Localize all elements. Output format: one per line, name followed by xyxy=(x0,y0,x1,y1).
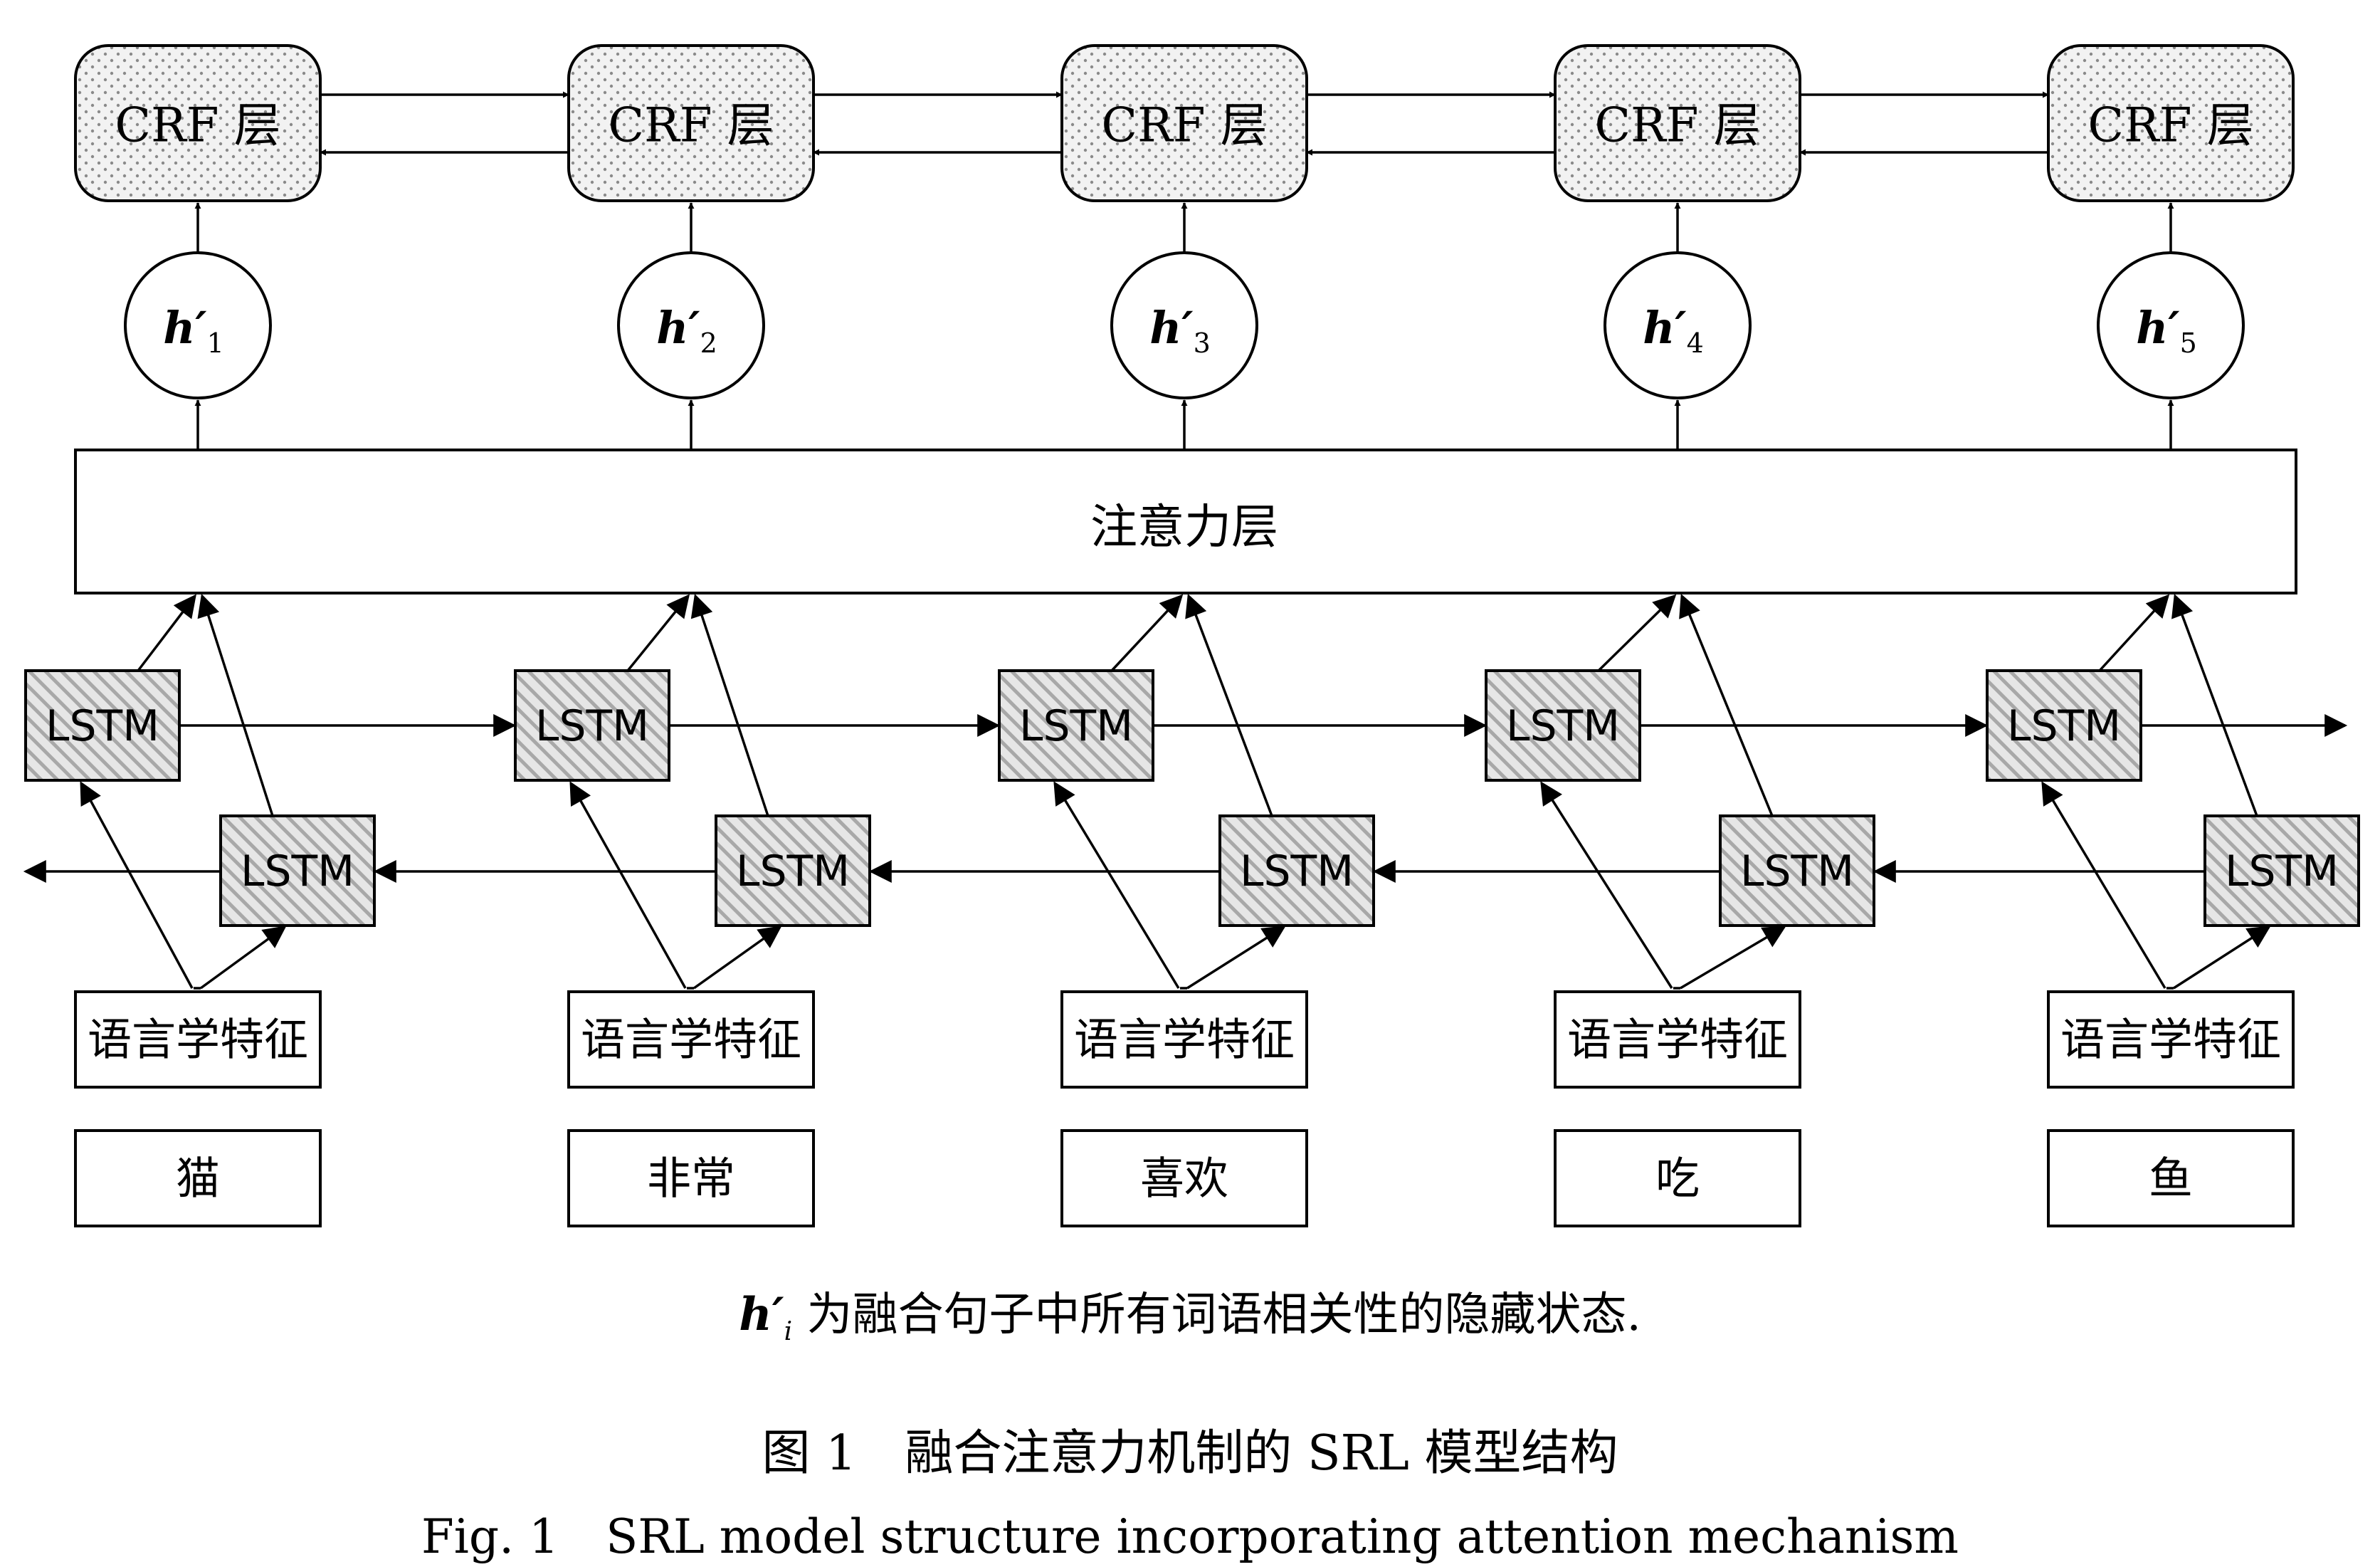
feature-to-forward-lstm-arrow xyxy=(1053,781,1180,989)
forward-lstm-to-attention-arrow xyxy=(1110,594,1184,672)
linguistic-feature-box xyxy=(74,990,322,1089)
hidden-state-circle xyxy=(1604,251,1752,399)
feature-to-backward-lstm-arrow xyxy=(1186,926,1286,990)
crf-layer-label: CRF 层 xyxy=(2088,98,2254,153)
diagram-nodes xyxy=(24,44,2360,1227)
feature-to-backward-lstm-arrow xyxy=(693,926,782,990)
backward-lstm-label: LSTM xyxy=(241,847,354,896)
feature-to-forward-lstm-arrow xyxy=(569,781,687,989)
figure-caption-english: Fig. 1 SRL model structure incorporating… xyxy=(421,1509,1959,1564)
linguistic-feature-box xyxy=(2047,990,2295,1089)
figure-caption-chinese: 图 1 融合注意力机制的 SRL 模型结构 xyxy=(762,1425,1618,1482)
crf-layer-label: CRF 层 xyxy=(1595,98,1761,153)
forward-lstm-box xyxy=(24,669,181,782)
crf-layer-box xyxy=(567,44,815,202)
backward-lstm-box xyxy=(2203,814,2360,927)
backward-lstm-box xyxy=(1218,814,1375,927)
word-box xyxy=(1554,1129,1801,1227)
forward-lstm-box xyxy=(514,669,670,782)
word-label: 猫 xyxy=(176,1153,220,1205)
linguistic-feature-label: 语言学特征 xyxy=(581,1014,801,1066)
backward-lstm-to-attention-arrow xyxy=(690,593,769,817)
backward-lstm-to-attention-arrow xyxy=(1679,594,1774,817)
hidden-state-label: h′5 xyxy=(2136,302,2197,360)
note-symbol: h′ xyxy=(739,1288,784,1341)
backward-lstm-to-attention-arrow xyxy=(197,593,274,817)
linguistic-feature-box xyxy=(567,990,815,1089)
attention-layer-box xyxy=(74,449,2297,594)
hidden-state-label: h′2 xyxy=(656,302,717,360)
crf-layer-label: CRF 层 xyxy=(115,98,281,153)
hidden-state-circle xyxy=(124,251,272,399)
backward-lstm-to-attention-arrow xyxy=(1185,594,1273,817)
crf-layer-box xyxy=(74,44,322,202)
linguistic-feature-box xyxy=(1060,990,1308,1089)
feature-to-forward-lstm-arrow xyxy=(2041,781,2166,989)
hidden-state-label: h′1 xyxy=(163,302,224,360)
note-text: 为融合句子中所有词语相关性的隐藏状态. xyxy=(792,1289,1641,1341)
crf-layer-box xyxy=(2047,44,2295,202)
word-box xyxy=(1060,1129,1308,1227)
backward-lstm-box xyxy=(219,814,376,927)
backward-lstm-box xyxy=(715,814,871,927)
feature-to-forward-lstm-arrow xyxy=(1540,781,1673,989)
linguistic-feature-label: 语言学特征 xyxy=(1074,1014,1295,1066)
hidden-state-label: h′3 xyxy=(1149,302,1211,360)
diagram-labels: CRF 层 CRF 层 CRF 层 CRF 层 CRF 层 h′1 h′2 h′3 h′4 h′5… xyxy=(46,98,2339,1205)
hidden-state-circle xyxy=(617,251,765,399)
backward-lstm-to-attention-arrow xyxy=(2171,594,2258,817)
feature-to-backward-lstm-arrow xyxy=(199,926,287,990)
crf-layer-box xyxy=(1554,44,1801,202)
hidden-state-label: h′4 xyxy=(1643,302,1704,360)
crf-layer-box xyxy=(1060,44,1308,202)
forward-lstm-label: LSTM xyxy=(2007,701,2121,751)
hidden-state-note: h′i 为融合句子中所有词语相关性的隐藏状态. xyxy=(0,1278,2380,1346)
linguistic-feature-label: 语言学特征 xyxy=(2060,1014,2281,1066)
hidden-state-circle xyxy=(2097,251,2245,399)
word-box xyxy=(2047,1129,2295,1227)
word-box xyxy=(74,1129,322,1227)
feature-to-backward-lstm-arrow xyxy=(1680,926,1786,990)
feature-to-backward-lstm-arrow xyxy=(2173,926,2271,990)
forward-lstm-label: LSTM xyxy=(46,701,159,751)
backward-lstm-label: LSTM xyxy=(1240,847,1354,896)
linguistic-feature-box xyxy=(1554,990,1801,1089)
forward-lstm-box xyxy=(998,669,1154,782)
word-label: 非常 xyxy=(647,1153,735,1205)
forward-lstm-box xyxy=(1485,669,1641,782)
linguistic-feature-label: 语言学特征 xyxy=(88,1014,308,1066)
word-label: 喜欢 xyxy=(1140,1153,1228,1205)
forward-lstm-label: LSTM xyxy=(535,701,649,751)
connection-lines xyxy=(23,91,2348,990)
forward-lstm-to-attention-arrow xyxy=(1597,594,1677,672)
crf-layer-label: CRF 层 xyxy=(1102,98,1268,153)
backward-lstm-label: LSTM xyxy=(1740,847,1854,896)
forward-lstm-label: LSTM xyxy=(1506,701,1620,751)
backward-lstm-label: LSTM xyxy=(2225,847,2339,896)
crf-layer-label: CRF 层 xyxy=(609,98,774,153)
attention-layer-label: 注意力层 xyxy=(1090,500,1278,555)
word-label: 吃 xyxy=(1655,1153,1700,1205)
hidden-state-circle xyxy=(1110,251,1258,399)
feature-to-forward-lstm-arrow xyxy=(80,781,194,989)
forward-lstm-label: LSTM xyxy=(1019,701,1133,751)
note-index: i xyxy=(784,1316,793,1346)
forward-lstm-to-attention-arrow xyxy=(626,594,690,672)
forward-lstm-to-attention-arrow xyxy=(2098,594,2170,672)
word-label: 鱼 xyxy=(2149,1153,2193,1205)
backward-lstm-box xyxy=(1719,814,1875,927)
forward-lstm-box xyxy=(1986,669,2142,782)
word-box xyxy=(567,1129,815,1227)
forward-lstm-to-attention-arrow xyxy=(137,594,196,672)
linguistic-feature-label: 语言学特征 xyxy=(1567,1014,1788,1066)
backward-lstm-label: LSTM xyxy=(736,847,850,896)
